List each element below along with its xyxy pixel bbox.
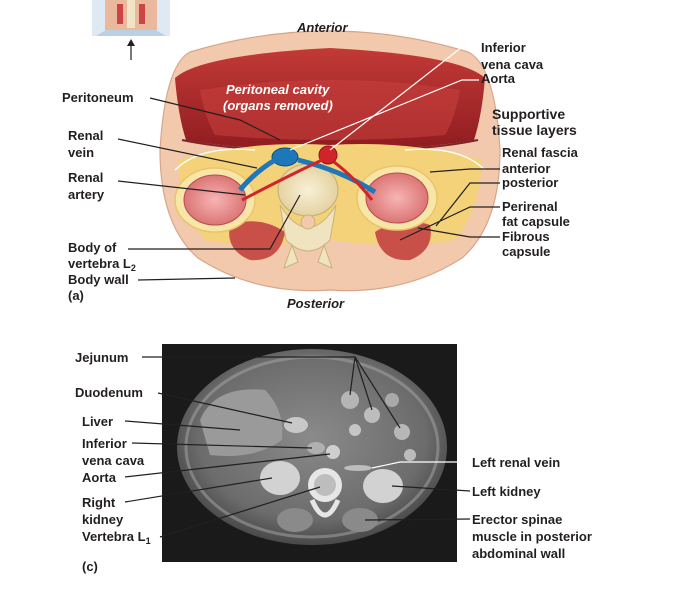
ct-erector-spinae-right [342,508,378,532]
ct-vertebra [308,468,342,518]
cross-section-illustration [159,30,501,292]
perirenal-label-line1: Perirenal [502,199,558,214]
ct-left-renal-vein [344,465,372,471]
peritoneal-cavity-region [200,80,460,140]
duodenum-label: Duodenum [75,385,143,400]
svg-text:Peritoneal cavity: Peritoneal cavity [226,82,330,97]
erector-label-line2: muscle in posterior [472,529,592,544]
ct-ivc-label-line1: Inferior [82,436,127,451]
fibrous-label-line2: capsule [502,244,550,259]
orientation-thumbnail [92,0,170,36]
right-kidney-label-line2: kidney [82,512,124,527]
vertebra-l2-label-line2: vertebra L2 [68,256,136,273]
renal-vein-label-line1: Renal [68,128,103,143]
renal-artery-illustration [241,158,323,202]
renal-fascia-anterior-label: anterior [502,161,550,176]
posterior-label: Posterior [287,296,345,311]
ct-left-kidney [363,469,403,503]
panel-a-leader-lines [117,46,500,281]
ct-liver [200,389,283,456]
vertebra-l1-label: Vertebra L1 [82,529,151,546]
right-kidney-illustration [174,167,256,233]
fibrous-label-line1: Fibrous [502,229,550,244]
left-renal-vein-label: Left renal vein [472,455,560,470]
ivc-label-line2: vena cava [481,57,544,72]
aorta-illustration [318,145,338,165]
left-renal-vein-illustration [297,157,377,195]
orientation-arrow [127,39,135,60]
panel-a-label: (a) [68,288,84,303]
ct-scan-image [162,344,457,562]
renal-vein-illustration [238,157,277,192]
ivc-illustration [271,147,299,167]
ct-ivc [307,442,325,454]
supportive-heading-line1: Supportive [492,106,565,122]
peritoneal-cavity-label: Peritoneal cavity (organs removed) [223,82,333,113]
jejunum-label: Jejunum [75,350,128,365]
renal-artery-label-line1: Renal [68,170,103,185]
panel-c-leader-lines [124,356,471,538]
anterior-label: Anterior [296,20,349,35]
renal-artery-label-line2: artery [68,187,105,202]
posterior-muscle-left [229,221,285,261]
panel-c-label: (c) [82,559,98,574]
ct-erector-spinae-left [277,508,313,532]
ct-aorta-label: Aorta [82,470,117,485]
ct-ivc-label-line2: vena cava [82,453,145,468]
posterior-muscle-right [375,221,431,261]
aorta-label: Aorta [481,71,516,86]
left-kidney-label: Left kidney [472,484,541,499]
erector-label-line3: abdominal wall [472,546,565,561]
body-wall-label: Body wall [68,272,129,287]
peritoneum-label: Peritoneum [62,90,134,105]
renal-vein-label-line2: vein [68,145,94,160]
vertebra-l2-label-line1: Body of [68,240,117,255]
left-kidney-illustration [356,165,438,231]
erector-label-line1: Erector spinae [472,512,562,527]
left-renal-artery-illustration [333,160,374,201]
renal-fascia-illustration [174,148,486,171]
renal-fascia-posterior-label: posterior [502,175,558,190]
right-kidney-label-line1: Right [82,495,116,510]
supportive-heading-line2: tissue layers [492,122,577,138]
ct-duodenum [284,417,308,433]
perirenal-label-line2: fat capsule [502,214,570,229]
ct-jejunum [341,391,416,461]
vertebra-illustration [277,163,339,269]
ct-aorta [326,445,340,459]
ivc-label-line1: Inferior [481,40,526,55]
svg-text:(organs removed): (organs removed) [223,98,333,113]
renal-fascia-label: Renal fascia [502,145,579,160]
ct-right-kidney [260,461,300,495]
liver-label: Liver [82,414,113,429]
